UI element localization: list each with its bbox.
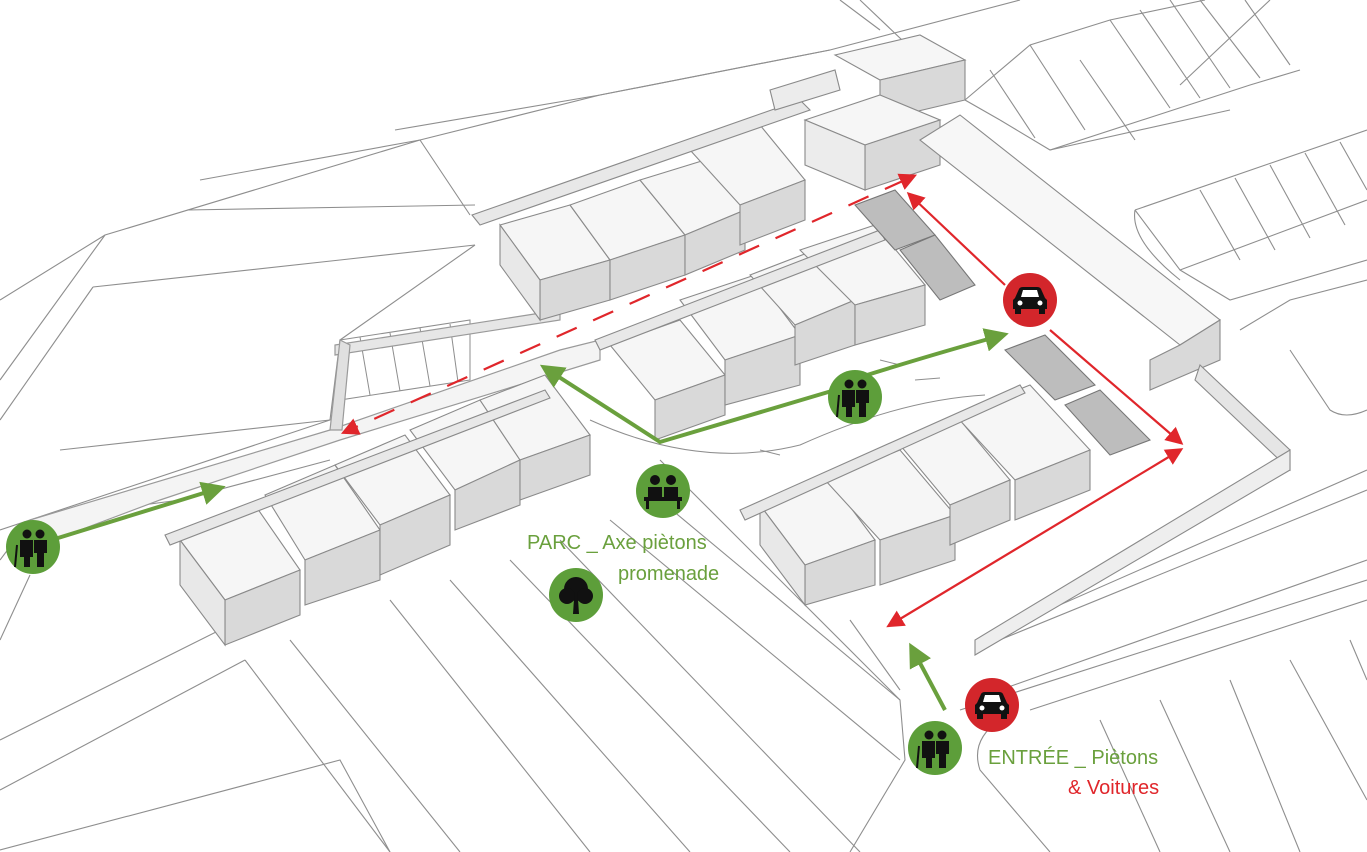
parc-label-line1: PARC _ Axe piètons [527,532,707,554]
bench-people-icon-circle [636,464,690,518]
parc-label-line2: promenade [618,563,720,585]
tree-icon [549,568,603,622]
map-icons [6,273,1057,775]
vehicle-path-east [1049,329,1184,445]
entree-label-line1: ENTRÉE _ Piètons [988,747,1159,769]
elderly-couple-icon [6,520,60,574]
pedestrian-path-west [57,481,226,540]
building-corner-north [769,34,967,191]
entree-label-line2: & Voitures [1068,777,1160,799]
building-blocks [164,34,1291,656]
car-icon [965,678,1019,732]
car-icon [1003,273,1057,327]
vehicle-path-north [906,191,1006,286]
building-row-southeast [739,384,1091,607]
pedestrian-path-park [539,364,836,445]
vehicle-path-south [886,448,1184,628]
building-shed-east [919,114,1221,391]
elderly-couple-icon [828,370,882,424]
bench-people-icon [636,464,690,518]
vehicle-circulation [340,173,1184,628]
elderly-couple-icon [908,721,962,775]
pedestrian-path-entry [909,642,947,711]
